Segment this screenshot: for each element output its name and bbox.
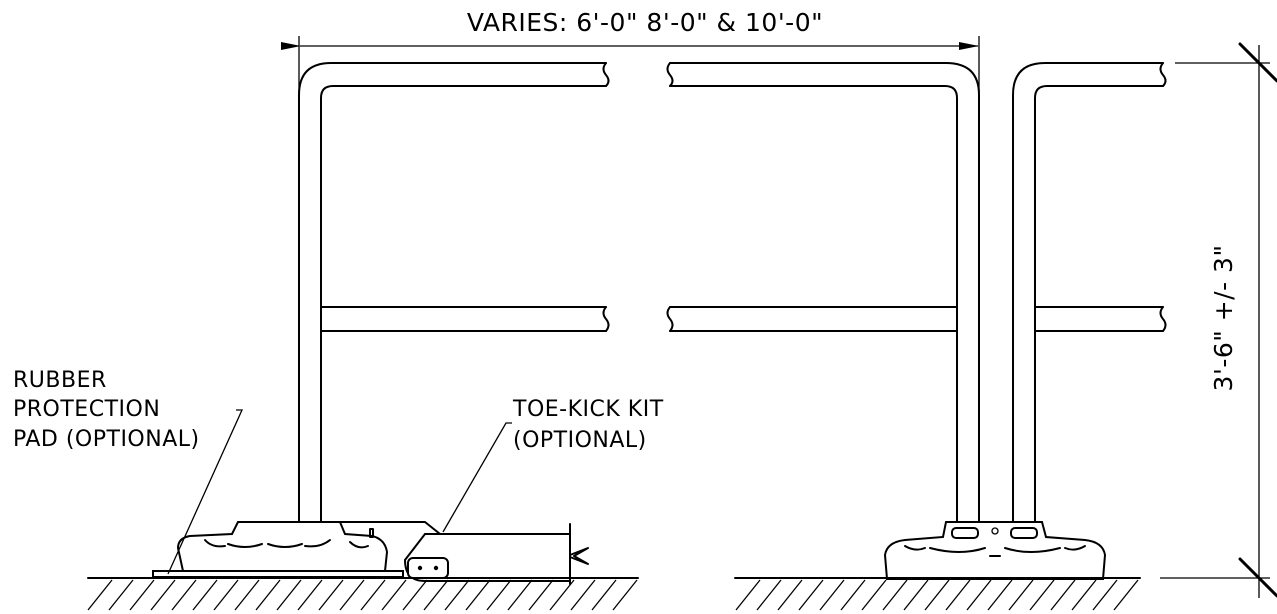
ground-hatch-line: [528, 579, 554, 611]
ground-hatch-line: [735, 579, 761, 611]
ground-hatch-line: [108, 579, 134, 611]
ground-hatch-line: [966, 579, 992, 611]
ground-hatch-line: [549, 579, 575, 611]
height-dimension-label: 3'-6" +/- 3": [1209, 245, 1238, 392]
ground-right: [734, 577, 1141, 611]
ground-hatch-line: [756, 579, 782, 611]
toe-kick-label-line2: (OPTIONAL): [513, 428, 647, 453]
ground-hatch-line: [1113, 579, 1139, 611]
ground-hatch-line: [486, 579, 512, 611]
width-dimension: VARIES: 6'-0" 8'-0" & 10'-0": [281, 8, 980, 95]
rubber-pad-callout: RUBBER PROTECTION PAD (OPTIONAL): [13, 368, 244, 575]
ground-hatch-line: [777, 579, 803, 611]
ground-hatch-line: [840, 579, 866, 611]
ground-hatch-line: [150, 579, 176, 611]
left-base-assembly: [152, 521, 589, 585]
ground-hatch-line: [861, 579, 887, 611]
ground-hatch-line: [507, 579, 533, 611]
ground-hatch-line: [987, 579, 1013, 611]
ground-hatch-line: [1071, 579, 1097, 611]
rubber-pad-label-line2: PROTECTION: [13, 397, 160, 422]
ground-hatch-line: [87, 579, 113, 611]
ground-hatch-line: [444, 579, 470, 611]
rubber-pad-label-line3: PAD (OPTIONAL): [13, 427, 200, 452]
ground-hatch-line: [1050, 579, 1076, 611]
ground-hatch-line: [297, 579, 323, 611]
ground-hatch-line: [360, 579, 386, 611]
right-rail-section: [1012, 62, 1167, 541]
rubber-pad-label-line1: RUBBER: [13, 368, 107, 393]
ground-hatch-line: [255, 579, 281, 611]
ground-hatch-line: [171, 579, 197, 611]
toe-kick-callout: TOE-KICK KIT (OPTIONAL): [442, 397, 664, 533]
width-dimension-label: VARIES: 6'-0" 8'-0" & 10'-0": [467, 8, 823, 37]
ground-hatch-line: [798, 579, 824, 611]
ground-hatch-line: [924, 579, 950, 611]
ground-hatch-line: [276, 579, 302, 611]
ground-hatch-line: [234, 579, 260, 611]
left-rail-section: [298, 62, 610, 526]
right-base-assembly: [883, 521, 1107, 580]
ground-hatch-line: [339, 579, 365, 611]
ground-hatch-line: [192, 579, 218, 611]
right-counterweight-base: [883, 521, 1107, 580]
ground-hatch-line: [903, 579, 929, 611]
ground-hatch-line: [213, 579, 239, 611]
ground-hatch-line: [882, 579, 908, 611]
ground-left: [87, 577, 639, 611]
ground-hatch-line: [570, 579, 596, 611]
ground-hatch-line: [129, 579, 155, 611]
height-dimension: 3'-6" +/- 3": [1160, 42, 1277, 598]
ground-hatch-line: [423, 579, 449, 611]
ground-hatch-line: [945, 579, 971, 611]
center-rail-section: [666, 62, 980, 541]
toe-kick-clip: [407, 557, 449, 579]
ground-hatch-line: [402, 579, 428, 611]
ground-hatch-line: [1008, 579, 1034, 611]
ground-hatch-line: [612, 579, 638, 611]
toe-kick-label-line1: TOE-KICK KIT: [512, 397, 664, 422]
ground-hatch-line: [465, 579, 491, 611]
ground-hatch-line: [318, 579, 344, 611]
ground-hatch-line: [1092, 579, 1118, 611]
ground-hatch-line: [1029, 579, 1055, 611]
ground-hatch-line: [591, 579, 617, 611]
ground-hatch-line: [819, 579, 845, 611]
ground-hatch-line: [381, 579, 407, 611]
